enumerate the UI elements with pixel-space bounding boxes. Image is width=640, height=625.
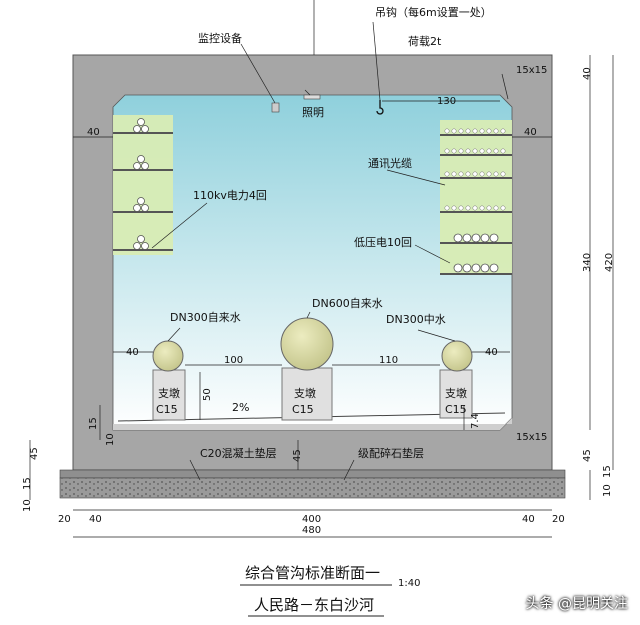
- dim-right-15: 15: [602, 465, 613, 478]
- dim-bottom-40l: 40: [89, 514, 102, 525]
- dim-left-45: 45: [29, 447, 40, 460]
- support-mid-grade: C15: [292, 403, 314, 416]
- dim-right-45: 45: [582, 449, 593, 462]
- support-left-label: 支墩: [158, 386, 180, 400]
- dim-chamfer-bottom: 15x15: [516, 432, 547, 443]
- dim-left-15b: 15: [22, 477, 33, 490]
- dim-right-10: 10: [602, 484, 613, 497]
- dim-chamfer-top: 15x15: [516, 65, 547, 76]
- telecom-label: 通讯光缆: [368, 156, 412, 170]
- gravel-layer-label: 级配碎石垫层: [358, 446, 424, 460]
- low-voltage-label: 低压电10回: [354, 236, 412, 249]
- dim-pipe-left-gap: 40: [126, 347, 139, 358]
- dim-bottom-40r: 40: [522, 514, 535, 525]
- watermark: 头条 @昆明关注: [525, 596, 628, 612]
- slope-label: 2%: [232, 401, 249, 414]
- dim-h-inner: 340: [582, 253, 593, 272]
- dim-bottom-20l: 20: [58, 514, 71, 525]
- support-right-label: 支墩: [445, 386, 467, 400]
- dim-bottom-400: 400: [302, 514, 321, 525]
- leader-lines: [151, 0, 509, 481]
- dim-hook-offset: 130: [437, 96, 456, 107]
- support-mid-label: 支墩: [294, 386, 316, 400]
- dim-left-15: 15: [88, 417, 99, 430]
- power-cable-trays: [113, 115, 173, 255]
- ceiling-fixtures: [271, 94, 384, 115]
- dim-left-10b: 10: [22, 499, 33, 512]
- monitor-label: 监控设备: [198, 31, 242, 45]
- drawing-subtitle: 人民路－东白沙河: [254, 596, 374, 614]
- power-label: 110kv电力4回: [193, 189, 267, 202]
- dim-center-45: 45: [292, 449, 303, 462]
- lighting-label: 照明: [302, 106, 324, 119]
- drawing-scale: 1:40: [398, 578, 420, 589]
- drawing-title: 综合管沟标准断面一: [245, 564, 380, 582]
- pipe-mid-label: DN600自来水: [312, 297, 383, 310]
- pipe-right-label: DN300中水: [386, 313, 446, 326]
- dim-h-total: 420: [604, 253, 615, 272]
- water-pipes: [152, 317, 473, 421]
- dim-wall-left: 40: [87, 127, 100, 138]
- dim-bottom-480: 480: [302, 525, 321, 536]
- dim-left-10: 10: [105, 433, 116, 446]
- dim-h-top: 40: [582, 67, 593, 80]
- dim-pipe-spacing-right: 110: [379, 355, 398, 366]
- dim-step: 7.4: [470, 413, 481, 429]
- support-left-grade: C15: [156, 403, 178, 416]
- support-right-grade: C15: [445, 403, 467, 416]
- c20-layer-label: C20混凝土垫层: [200, 446, 277, 460]
- pipe-left-label: DN300自来水: [170, 311, 241, 324]
- cushion-layers: [59, 469, 566, 499]
- dim-wall-right: 40: [524, 127, 537, 138]
- dim-pipe-spacing-left: 100: [224, 355, 243, 366]
- load-label: 荷载2t: [408, 35, 442, 48]
- dim-bottom-20r: 20: [552, 514, 565, 525]
- dimension-lines: [29, 55, 614, 538]
- dim-pipe-right-gap: 40: [485, 347, 498, 358]
- telecom-cable-trays: [440, 120, 512, 275]
- dim-support-height: 50: [202, 388, 213, 401]
- hook-label: 吊钩（每6m设置一处）: [375, 5, 492, 19]
